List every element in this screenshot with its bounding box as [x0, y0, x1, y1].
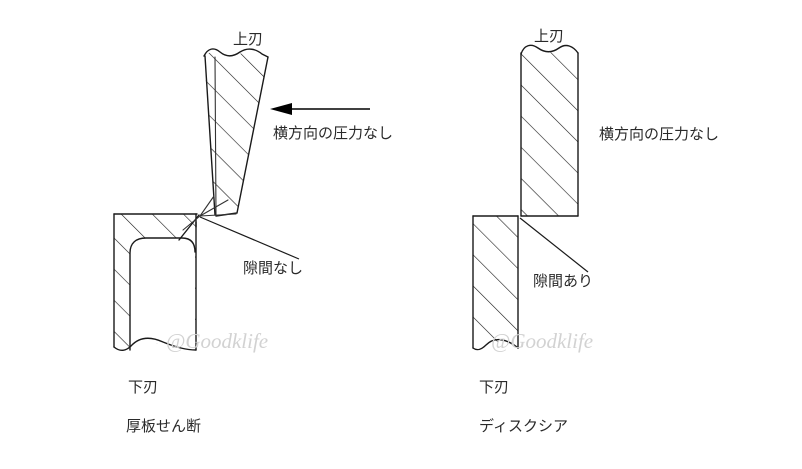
right-clearance-label: 隙間あり	[533, 273, 593, 290]
left-shear-point-rays	[182, 195, 237, 231]
left-clearance-label: 隙間なし	[243, 260, 303, 277]
panel-left-thick-plate-shearing: 上刃 横方向の圧力なし	[113, 31, 393, 435]
right-lower-blade-hatch	[473, 216, 518, 349]
left-clearance-leader	[199, 216, 300, 260]
watermark-left: @Goodklife	[166, 329, 268, 353]
panel-right-disc-shear: 上刃 横方向の圧力なし 隙間あり @Goodklife 下刃	[472, 28, 719, 435]
left-arrow-icon	[270, 103, 370, 115]
right-panel-caption: ディスクシア	[479, 417, 568, 435]
right-lower-blade	[472, 215, 519, 351]
right-upper-blade	[520, 44, 579, 217]
right-upper-blade-label: 上刃	[534, 28, 564, 45]
right-lower-blade-label: 下刃	[479, 379, 509, 396]
right-force-label: 横方向の圧力なし	[599, 126, 719, 143]
left-panel-caption: 厚板せん断	[126, 417, 201, 435]
watermark-right: @Goodklife	[491, 329, 593, 353]
right-clearance-leader	[519, 217, 589, 273]
left-upper-blade-label: 上刃	[233, 31, 263, 48]
left-force-label: 横方向の圧力なし	[273, 125, 393, 142]
left-lower-blade	[113, 213, 200, 351]
right-upper-blade-hatch	[521, 46, 578, 216]
left-lower-blade-label: 下刃	[128, 379, 158, 396]
